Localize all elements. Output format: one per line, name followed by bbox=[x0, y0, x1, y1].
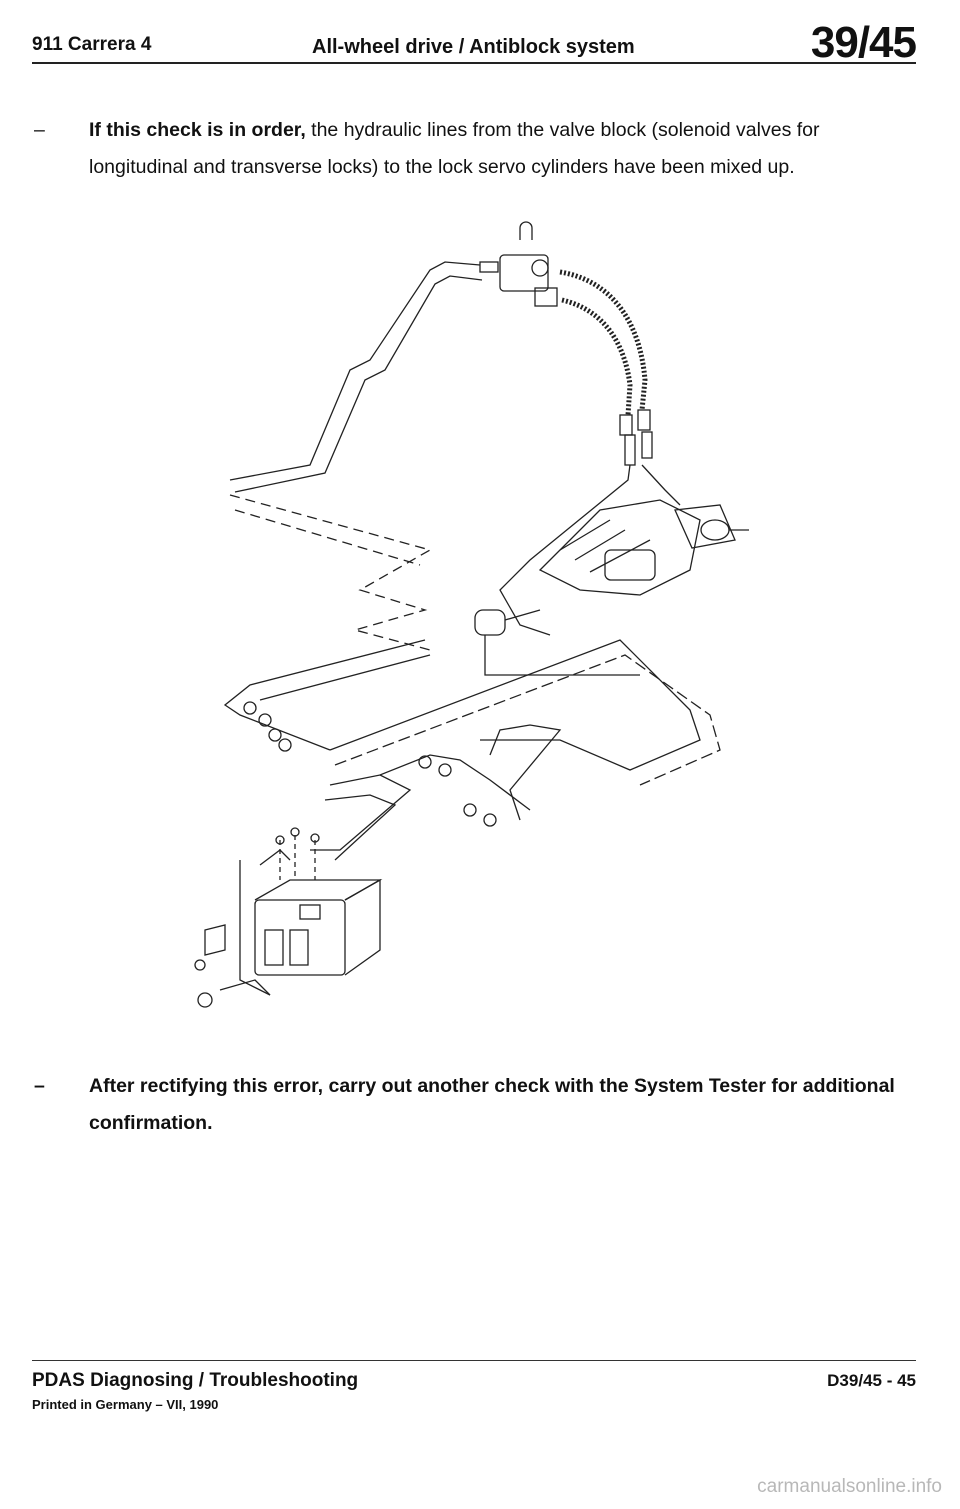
instruction-paragraph-2: – After rectifying this error, carry out… bbox=[34, 1068, 914, 1142]
bullet-dash: – bbox=[34, 1075, 45, 1097]
paragraph-text: the hydraulic lines from the valve block… bbox=[89, 119, 820, 178]
footer-page-ref: D39/45 - 45 bbox=[827, 1371, 916, 1390]
watermark-text: carmanualsonline.info bbox=[757, 1476, 942, 1497]
hydraulic-lines-diagram bbox=[194, 221, 749, 1008]
bullet-dash: – bbox=[34, 119, 45, 141]
footer-printed-note: Printed in Germany – VII, 1990 bbox=[32, 1397, 219, 1412]
header-page-code: 39/45 bbox=[810, 18, 917, 67]
header-rule bbox=[32, 62, 916, 64]
footer-rule bbox=[32, 1360, 916, 1361]
header-model: 911 Carrera 4 bbox=[32, 34, 152, 55]
footer-title: PDAS Diagnosing / Troubleshooting bbox=[32, 1370, 359, 1391]
page-header: 911 Carrera 4 All-wheel drive / Antibloc… bbox=[32, 18, 917, 67]
header-section-title: All-wheel drive / Antiblock system bbox=[312, 36, 635, 58]
paragraph-bold-lead: If this check is in order, bbox=[89, 119, 306, 141]
paragraph-text: After rectifying this error, carry out a… bbox=[89, 1075, 895, 1134]
instruction-paragraph-1: – If this check is in order, the hydraul… bbox=[34, 112, 914, 186]
